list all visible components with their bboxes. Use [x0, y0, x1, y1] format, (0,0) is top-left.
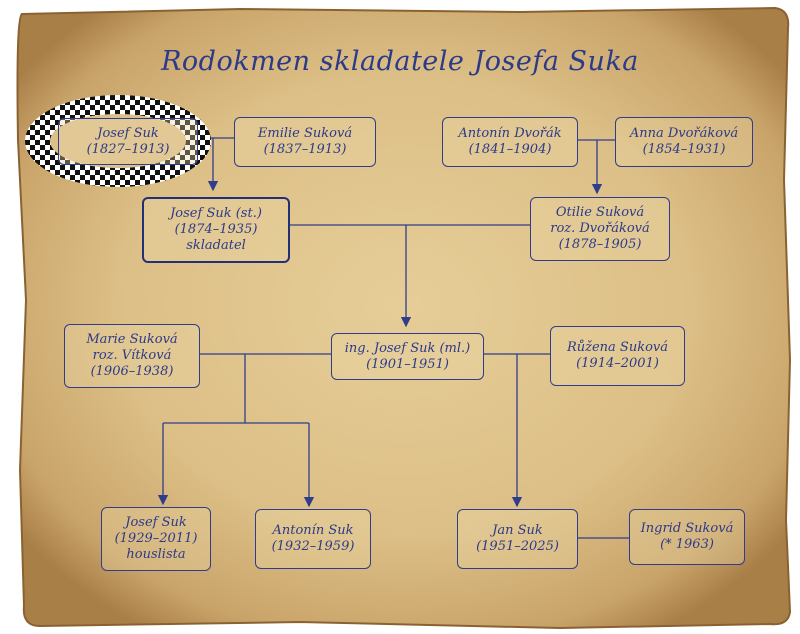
- person-note: skladatel: [186, 238, 246, 253]
- person-ruzena-sukova[interactable]: Růžena Suková (1914–2001): [550, 326, 685, 386]
- diagram-title: Rodokmen skladatele Josefa Suka: [161, 46, 639, 77]
- person-years: (1878–1905): [558, 237, 642, 252]
- person-years: (1901–1951): [366, 356, 449, 372]
- person-antonin-dvorak[interactable]: Antonín Dvořák (1841–1904): [442, 117, 578, 167]
- person-name: Josef Suk: [125, 515, 187, 530]
- person-josef-suk-1827[interactable]: Josef Suk (1827–1913): [58, 118, 198, 165]
- person-name: Jan Suk: [492, 523, 543, 538]
- person-maiden-name: roz. Dvořáková: [550, 221, 650, 236]
- person-years: (1932–1959): [271, 539, 355, 554]
- person-josef-suk-st[interactable]: Josef Suk (st.) (1874–1935) skladatel: [142, 197, 290, 263]
- person-name: Antonín Suk: [272, 523, 354, 538]
- person-josef-suk-1929[interactable]: Josef Suk (1929–2011) houslista: [101, 507, 211, 571]
- person-jan-suk[interactable]: Jan Suk (1951–2025): [457, 509, 578, 569]
- person-years: (1837–1913): [263, 142, 347, 157]
- person-name: Emilie Suková: [257, 126, 353, 141]
- highlight-inner: [50, 114, 186, 168]
- person-emilie-sukova[interactable]: Emilie Suková (1837–1913): [234, 117, 376, 167]
- person-years: (1841–1904): [468, 142, 552, 157]
- person-anna-dvorakova[interactable]: Anna Dvořáková (1854–1931): [615, 117, 753, 167]
- person-years: (1951–2025): [476, 539, 559, 554]
- person-otilie-sukova[interactable]: Otilie Suková roz. Dvořáková (1878–1905): [530, 197, 670, 261]
- person-name: Anna Dvořáková: [629, 126, 739, 141]
- person-name: Josef Suk (st.): [170, 206, 262, 221]
- person-years: (* 1963): [660, 537, 714, 552]
- person-maiden-name: roz. Vítková: [92, 348, 172, 363]
- person-antonin-suk[interactable]: Antonín Suk (1932–1959): [255, 509, 371, 569]
- person-name: Josef Suk: [97, 125, 159, 141]
- person-name: Otilie Suková: [555, 205, 645, 220]
- person-name: Antonín Dvořák: [458, 126, 562, 141]
- person-years: (1827–1913): [86, 141, 170, 157]
- person-name: Růžena Suková: [566, 340, 669, 355]
- person-name: ing. Josef Suk (ml.): [344, 340, 471, 356]
- person-years: (1914–2001): [576, 356, 659, 371]
- person-josef-suk-ml[interactable]: ing. Josef Suk (ml.) (1901–1951): [331, 333, 484, 380]
- person-years: (1929–2011): [114, 531, 198, 546]
- person-ingrid-sukova[interactable]: Ingrid Suková (* 1963): [629, 509, 745, 565]
- person-marie-sukova[interactable]: Marie Suková roz. Vítková (1906–1938): [64, 324, 200, 388]
- person-note: houslista: [126, 547, 186, 562]
- person-name: Marie Suková: [86, 332, 178, 347]
- person-years: (1906–1938): [90, 364, 174, 379]
- person-years: (1874–1935): [174, 222, 258, 237]
- person-years: (1854–1931): [642, 142, 726, 157]
- person-name: Ingrid Suková: [640, 521, 734, 536]
